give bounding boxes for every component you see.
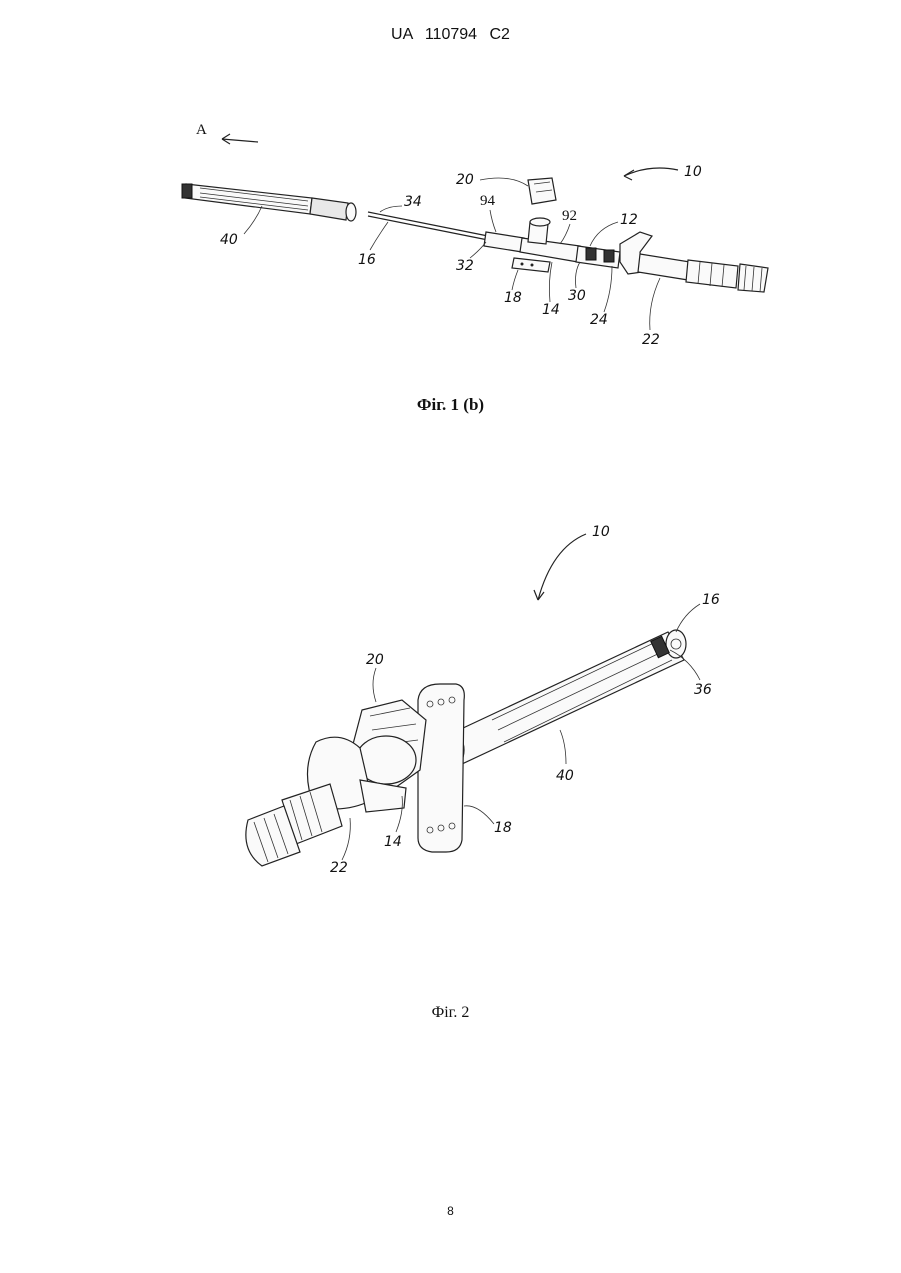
figure-2-caption: Фіг. 2 xyxy=(0,1004,901,1022)
page-number: 8 xyxy=(0,1204,901,1218)
fig2-label-20: 20 xyxy=(366,652,384,668)
fig2-label-36: 36 xyxy=(694,682,712,698)
fig2-luer-end xyxy=(246,784,342,866)
fig2-label-14: 14 xyxy=(384,834,402,850)
fig2-label-10: 10 xyxy=(592,524,610,540)
fig2-label-40: 40 xyxy=(556,768,574,784)
figure-2-drawing: 10 16 36 20 40 18 14 22 xyxy=(0,0,901,1000)
fig2-label-22: 22 xyxy=(330,860,348,876)
fig2-label-18: 18 xyxy=(494,820,512,836)
fig2-needle-cover xyxy=(440,630,686,768)
fig2-label-16: 16 xyxy=(702,592,720,608)
fig2-wing-plate xyxy=(418,684,464,852)
